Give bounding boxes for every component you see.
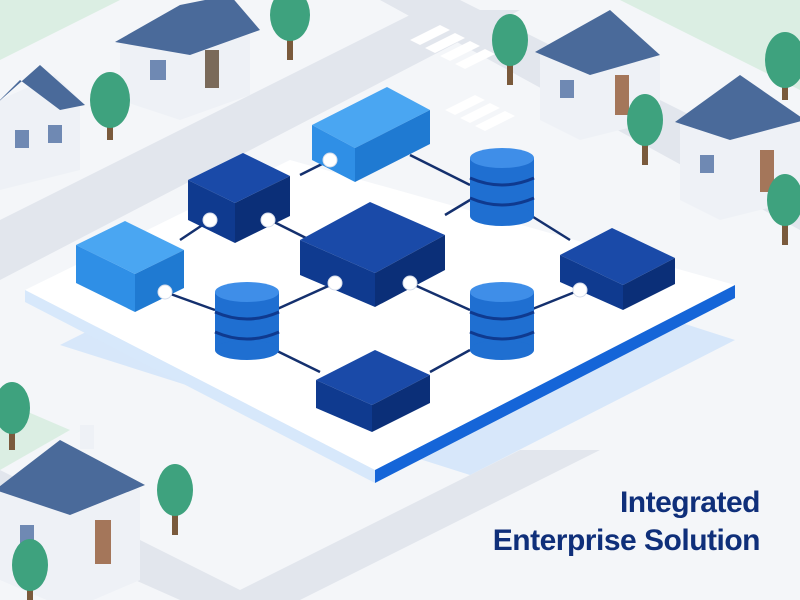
nodes-layer [76,87,675,432]
road-diagonal-lower [220,450,600,600]
connector-dot [260,212,276,228]
tree-icon [492,14,528,85]
tree-icon [270,0,310,60]
platform [25,160,735,483]
database-icon [214,282,280,360]
connector-dot [202,212,218,228]
house-icon [115,0,260,120]
server-node-icon [188,153,290,243]
connector-dot [322,152,338,168]
grass-patch [0,0,120,60]
tree-icon [765,32,800,100]
title-block: Integrated Enterprise Solution [492,484,761,560]
platform-left-edge [25,290,375,483]
server-node-icon [316,350,430,432]
database-icon [469,282,535,360]
platform-top [25,160,735,470]
crosswalk [410,25,515,131]
tree-icon [12,539,48,600]
tree-icon [627,94,663,165]
connector-dots [157,152,588,300]
grass-patch [620,0,800,90]
connector-dot [572,282,588,298]
platform-right-edge [375,285,735,483]
tree-icon [0,382,30,450]
connector-dot [157,284,173,300]
connector-dot [402,275,418,291]
road-diagonal-upper [0,10,520,280]
server-node-icon [560,228,675,310]
server-node-icon [76,221,184,312]
house-icon [0,65,85,190]
tree-icon [767,174,800,245]
tree-icon [90,72,130,140]
connector-dot [327,275,343,291]
tree-icon [157,464,193,535]
server-node-icon [300,202,445,307]
title-line-1: Integrated [619,486,761,519]
title-line-2: Enterprise Solution [492,524,761,557]
database-icon [469,148,535,226]
